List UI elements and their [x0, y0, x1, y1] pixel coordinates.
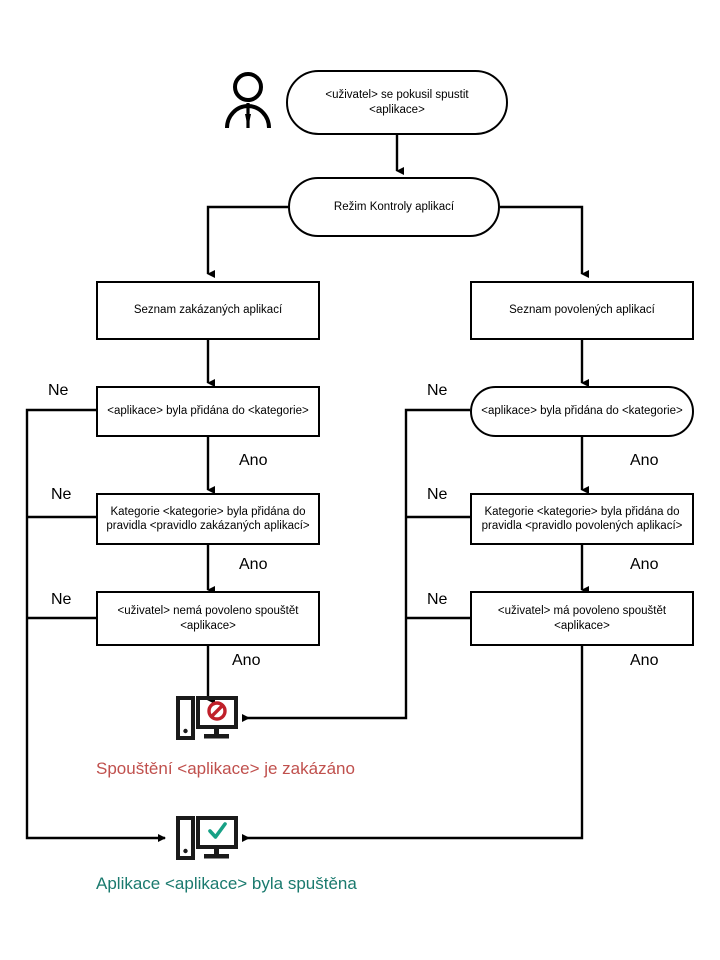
result-label-denied: Spouštění <aplikace> je zakázáno — [96, 759, 355, 778]
edge-label-left-no-3: Ne — [51, 591, 72, 608]
computer-blocked-icon — [176, 696, 238, 747]
node-denied-user-text: <uživatel> nemá povoleno spouštět <aplik… — [117, 605, 299, 632]
edge-allowuser-to-allowed — [242, 646, 584, 842]
node-denied-category-text: <aplikace> byla přidána do <kategorie> — [107, 405, 309, 418]
node-allowed-user: <uživatel> má povoleno spouštět <aplikac… — [470, 591, 694, 646]
edge-mode-to-allowlist — [500, 205, 589, 278]
node-denied-category: <aplikace> byla přidána do <kategorie> — [96, 386, 320, 437]
edge-label-right-no-3: Ne — [427, 591, 448, 608]
node-allowed-user-text: <uživatel> má povoleno spouštět <aplikac… — [497, 605, 667, 632]
node-denied-list: Seznam zakázaných aplikací — [96, 281, 320, 340]
node-denied-user: <uživatel> nemá povoleno spouštět <aplik… — [96, 591, 320, 646]
user-person-icon — [222, 70, 274, 137]
edge-mode-to-denylist — [206, 205, 288, 278]
node-allowed-category-text: <aplikace> byla přidána do <kategorie> — [481, 405, 683, 418]
edge-label-left-yes-1: Ano — [239, 452, 268, 469]
node-denied-rule: Kategorie <kategorie> byla přidána do pr… — [96, 493, 320, 545]
node-allowed-list-text: Seznam povolených aplikací — [509, 304, 655, 317]
node-allowed-list: Seznam povolených aplikací — [470, 281, 694, 340]
node-mode-text: Režim Kontroly aplikací — [333, 200, 455, 213]
node-start: <uživatel> se pokusil spustit <aplikace> — [286, 70, 508, 135]
node-denied-list-text: Seznam zakázaných aplikací — [133, 304, 283, 317]
edge-label-right-yes-2: Ano — [630, 556, 659, 573]
edge-right-no-rail — [242, 408, 470, 722]
node-allowed-rule: Kategorie <kategorie> byla přidána do pr… — [470, 493, 694, 545]
edge-label-left-yes-2: Ano — [239, 556, 268, 573]
edge-label-left-no-1: Ne — [48, 382, 69, 399]
edge-label-left-no-2: Ne — [51, 486, 72, 503]
node-allowed-category: <aplikace> byla přidána do <kategorie> — [470, 386, 694, 437]
node-denied-rule-text: Kategorie <kategorie> byla přidána do pr… — [106, 505, 310, 532]
edge-label-right-no-1: Ne — [427, 382, 448, 399]
node-start-text: <uživatel> se pokusil spustit <aplikace> — [325, 89, 469, 116]
node-mode: Režim Kontroly aplikací — [288, 177, 500, 237]
computer-check-icon — [176, 816, 238, 867]
edge-label-right-yes-3: Ano — [630, 652, 659, 669]
result-label-allowed: Aplikace <aplikace> byla spuštěna — [96, 874, 357, 893]
edge-label-left-yes-3: Ano — [232, 652, 261, 669]
node-allowed-rule-text: Kategorie <kategorie> byla přidána do pr… — [481, 505, 683, 532]
edge-left-no-rail — [25, 408, 166, 842]
edge-label-right-yes-1: Ano — [630, 452, 659, 469]
edge-label-right-no-2: Ne — [427, 486, 448, 503]
